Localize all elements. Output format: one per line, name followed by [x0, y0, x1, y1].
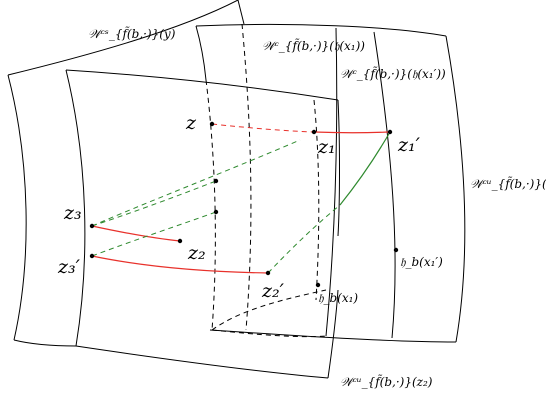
center-leaf-hx1: [325, 27, 338, 337]
label-z2: z₂: [188, 242, 206, 264]
point-z3p: [89, 253, 95, 259]
green-dashed-z3p: [91, 211, 217, 257]
point-z3: [89, 223, 95, 229]
label-z1p: z₁′: [398, 134, 420, 156]
green-z2p-z1p: [339, 131, 391, 206]
cs-leaf-bottom: [13, 339, 77, 347]
point-z1p: [387, 129, 393, 135]
center-leaf-hx1p: [373, 31, 396, 339]
label-z1: z₁: [318, 136, 336, 158]
cs-leaf-right: [237, 0, 245, 25]
label-z2p: z₂′: [262, 280, 284, 302]
cu-leaf-right: [445, 35, 466, 343]
label-w-cu-z2: 𝒲ᶜᵘ_{f̃(b,·)}(z₂): [340, 375, 433, 389]
cu-leaf-left-upper: [195, 25, 207, 81]
label-w-cs-y: 𝒲ᶜˢ_{f̃(b,·)}(y): [88, 27, 176, 41]
dashed-center-inner: [205, 79, 216, 331]
front-leaf-right-upper: [337, 99, 340, 237]
red-z3-z2: [91, 225, 181, 242]
cu-leaf-top: [195, 23, 447, 37]
green-dashed-z3-a: [91, 180, 217, 227]
label-hb-x1: 𝔥_b(x₁): [318, 291, 359, 305]
dashed-bottom: [211, 289, 327, 331]
label-w-cu-z: 𝒲ᶜᵘ_{f̃(b,·)}(z: [470, 177, 546, 191]
label-w-c-hx1p: 𝒲ᶜ_{f̃(b,·)}(𝔥(x₁′)): [340, 67, 446, 81]
point-mid-a: [213, 178, 219, 184]
point-hb-x1p: [393, 247, 399, 253]
dashed-front-bottom: [211, 329, 327, 338]
red-z3p-z2p: [91, 255, 269, 274]
label-z3p: z₃′: [58, 256, 80, 278]
red-dashed-z-z1: [211, 123, 315, 133]
point-z1: [311, 129, 317, 135]
green-dashed-z2p: [267, 204, 341, 274]
dashed-hx1: [313, 99, 320, 301]
dashed-center-outer: [241, 23, 252, 331]
front-leaf-left: [65, 69, 86, 347]
front-leaf-bottom: [75, 345, 329, 379]
cu-leaf-bottom: [209, 329, 457, 343]
label-z3: z₃: [64, 202, 82, 224]
point-mid-b: [213, 209, 219, 215]
label-z: z: [186, 112, 197, 134]
point-hb-x1: [315, 282, 321, 288]
point-z: [209, 121, 215, 127]
red-z1-z1p: [313, 131, 391, 134]
green-dashed-z3-b: [91, 139, 301, 227]
cs-leaf-top: [7, 0, 239, 76]
point-z2p: [265, 270, 271, 276]
label-hb-x1p: 𝔥_b(x₁′): [400, 255, 443, 269]
label-w-c-hx1: 𝒲ᶜ_{f̃(b,·)}(𝔥(x₁)): [262, 39, 365, 53]
cs-leaf-left: [7, 74, 27, 341]
point-z2: [177, 238, 183, 244]
front-leaf-right-lower: [327, 289, 339, 379]
front-leaf-top: [65, 69, 339, 101]
